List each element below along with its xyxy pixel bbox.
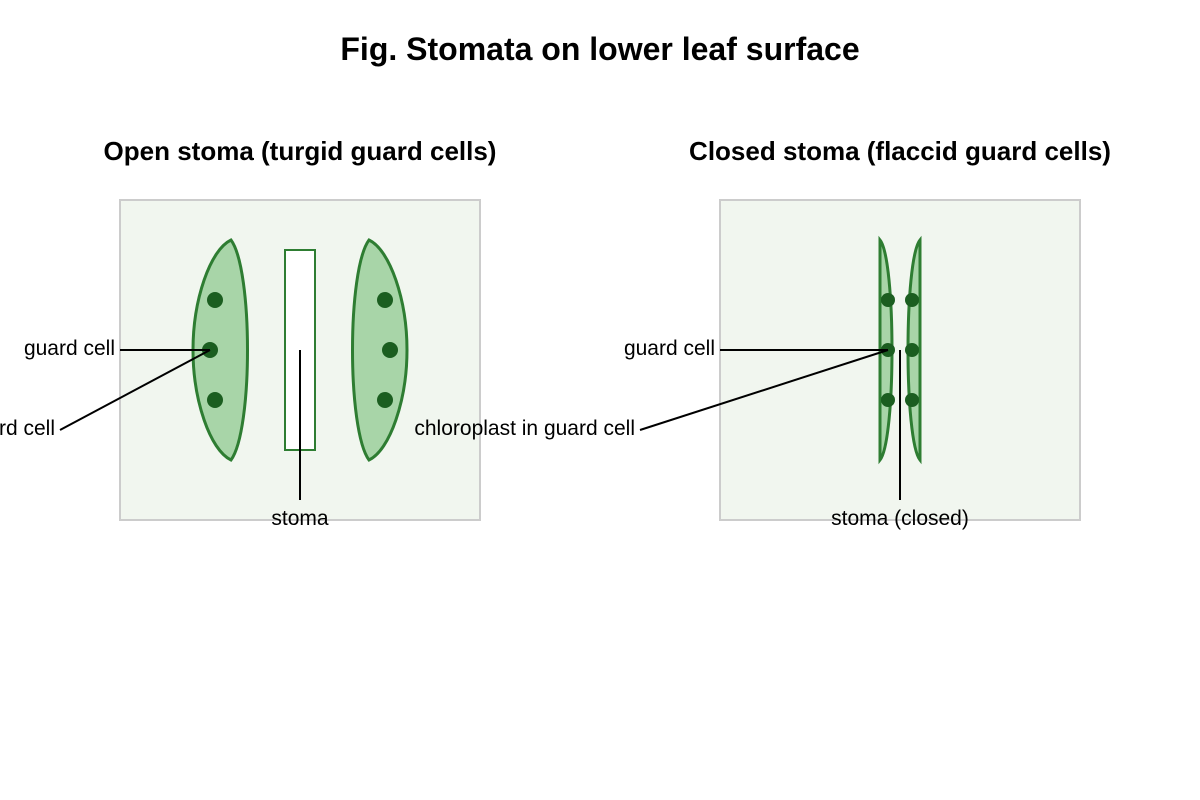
open-chloroplast [377, 392, 393, 408]
closed-chloroplast [905, 343, 919, 357]
open-chloroplast [377, 292, 393, 308]
open-chloroplast [207, 292, 223, 308]
closed-guard-cell-label: guard cell [624, 337, 715, 360]
figure-title: Fig. Stomata on lower leaf surface [340, 31, 859, 67]
closed-stoma-panel: Closed stoma (flaccid guard cells) guard… [414, 136, 1111, 530]
open-chloroplast-label: chloroplast in guard cell [0, 417, 55, 440]
closed-chloroplast [881, 293, 895, 307]
closed-chloroplast [905, 293, 919, 307]
open-panel-title: Open stoma (turgid guard cells) [104, 136, 497, 166]
closed-chloroplast [881, 393, 895, 407]
closed-panel-title: Closed stoma (flaccid guard cells) [689, 136, 1111, 166]
open-chloroplast [207, 392, 223, 408]
closed-chloroplast-leader [639, 349, 889, 431]
open-right-guard-cell [351, 238, 409, 462]
open-chloroplast-leader [59, 349, 211, 431]
open-stoma-panel: Open stoma (turgid guard cells) guard ce… [0, 136, 496, 530]
closed-chloroplast [905, 393, 919, 407]
open-chloroplast [382, 342, 398, 358]
open-guard-cell-label: guard cell [24, 337, 115, 360]
open-stoma-label: stoma [271, 507, 329, 530]
closed-stoma-label: stoma (closed) [831, 507, 969, 530]
open-left-guard-cell [191, 238, 249, 462]
closed-chloroplast-label: chloroplast in guard cell [414, 417, 635, 440]
